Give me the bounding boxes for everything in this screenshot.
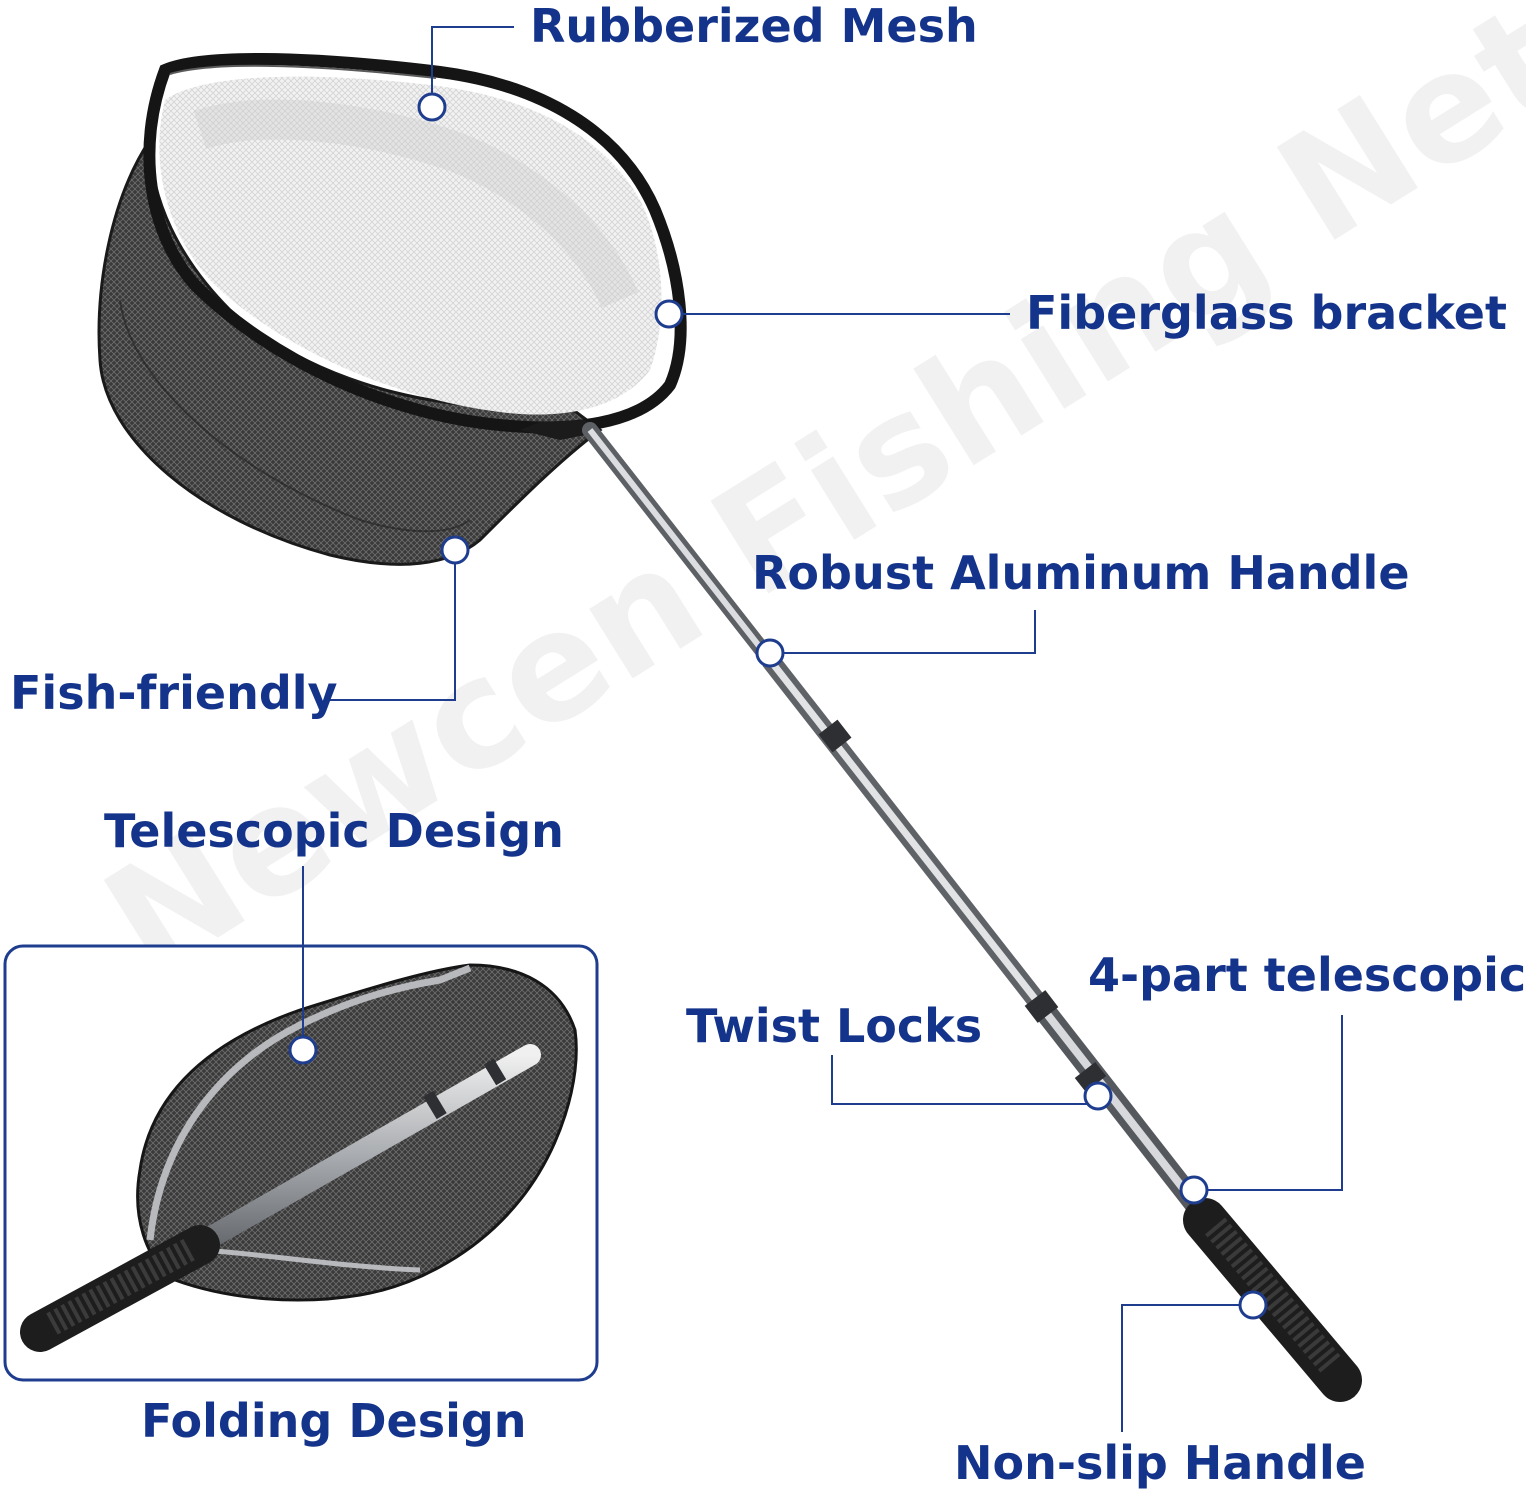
label-fiberglass-bracket: Fiberglass bracket <box>1026 286 1507 340</box>
callout-line-fish <box>330 550 456 701</box>
label-twist-locks: Twist Locks <box>686 999 983 1053</box>
callout-line-four <box>1194 1015 1343 1191</box>
label-robust-aluminum-handle: Robust Aluminum Handle <box>752 546 1410 600</box>
net-hoop-frame <box>143 52 687 434</box>
callout-dots <box>288 92 1268 1320</box>
label-rubberized-mesh: Rubberized Mesh <box>530 0 978 53</box>
grip <box>1183 1198 1362 1402</box>
callout-dot-mesh <box>417 92 447 122</box>
folded-frame <box>146 964 472 1241</box>
callout-line-nonslip <box>1121 1304 1253 1432</box>
label-fish-friendly: Fish-friendly <box>10 666 338 720</box>
callout-dot-nonslip <box>1238 1290 1268 1320</box>
net-hoop-highlight <box>169 64 437 79</box>
net-inner <box>159 76 662 415</box>
net-bag-shadow <box>119 299 471 533</box>
net-yoke <box>520 420 600 440</box>
pole-joint-3 <box>1074 1061 1107 1093</box>
callouts <box>302 26 1343 1432</box>
main-pole <box>582 422 1362 1402</box>
callout-line-mesh <box>431 26 514 107</box>
pole-joint-1 <box>818 719 852 753</box>
callout-dot-fish <box>440 535 470 565</box>
folded-pole <box>169 1044 541 1266</box>
callout-dot-four <box>1179 1175 1209 1205</box>
main-net <box>97 52 687 566</box>
callout-dot-tele <box>288 1035 318 1065</box>
folding-inset <box>3 944 599 1382</box>
label-non-slip-handle: Non-slip Handle <box>954 1436 1366 1490</box>
net-inner-shade <box>193 99 639 309</box>
callout-line-twist <box>831 1055 1098 1105</box>
callout-dot-twist <box>1083 1081 1113 1111</box>
label-folding-design: Folding Design <box>141 1394 527 1448</box>
label-telescopic-design: Telescopic Design <box>104 804 564 858</box>
label-4-part-telescopic: 4-part telescopic <box>1088 948 1526 1002</box>
pole-joint-2 <box>1024 990 1059 1023</box>
callout-line-alum <box>770 610 1036 654</box>
callout-dot-alum <box>755 638 785 668</box>
callout-dot-fiber <box>654 299 684 329</box>
